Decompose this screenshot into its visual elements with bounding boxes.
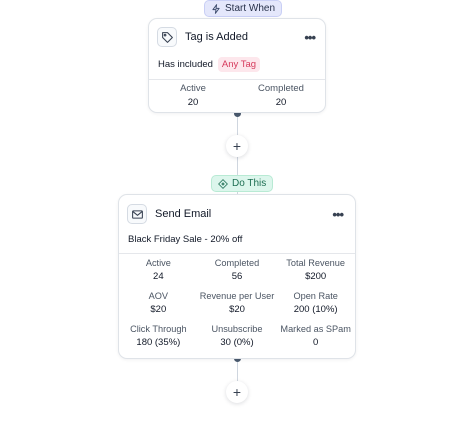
stat-aov: AOV$20 bbox=[148, 291, 169, 315]
more-options-icon[interactable]: ••• bbox=[332, 206, 344, 222]
email-subject: Black Friday Sale - 20% off bbox=[128, 234, 243, 245]
lightning-icon bbox=[212, 3, 220, 14]
connector-line bbox=[237, 359, 238, 381]
stat-revenue-per-user: Revenue per User$20 bbox=[199, 291, 275, 315]
action-card[interactable]: Send Email ••• Black Friday Sale - 20% o… bbox=[118, 194, 356, 359]
divider bbox=[149, 79, 325, 80]
add-step-button[interactable]: + bbox=[226, 135, 248, 157]
stat-total-revenue: Total Revenue$200 bbox=[286, 258, 346, 282]
add-step-button[interactable]: + bbox=[226, 381, 248, 403]
do-this-pill: Do This bbox=[211, 175, 274, 192]
more-options-icon[interactable]: ••• bbox=[304, 29, 316, 45]
divider bbox=[119, 253, 355, 254]
trigger-title: Tag is Added bbox=[185, 31, 248, 43]
connector-dot bbox=[233, 110, 241, 117]
start-when-label: Start When bbox=[225, 3, 276, 14]
action-title: Send Email bbox=[155, 208, 212, 220]
condition-tag-chip[interactable]: Any Tag bbox=[217, 57, 261, 72]
tag-icon bbox=[157, 27, 177, 47]
stat-active: Active 20 bbox=[180, 83, 206, 108]
trigger-card[interactable]: Tag is Added ••• Has included Any Tag Ac… bbox=[148, 18, 326, 113]
condition-label: Has included bbox=[158, 59, 213, 70]
do-this-label: Do This bbox=[232, 178, 267, 189]
connector-line bbox=[237, 113, 238, 135]
mail-icon bbox=[127, 204, 147, 224]
stat-completed: Completed 20 bbox=[258, 83, 304, 108]
tag-icon bbox=[218, 178, 228, 189]
start-when-pill: Start When bbox=[204, 0, 283, 17]
